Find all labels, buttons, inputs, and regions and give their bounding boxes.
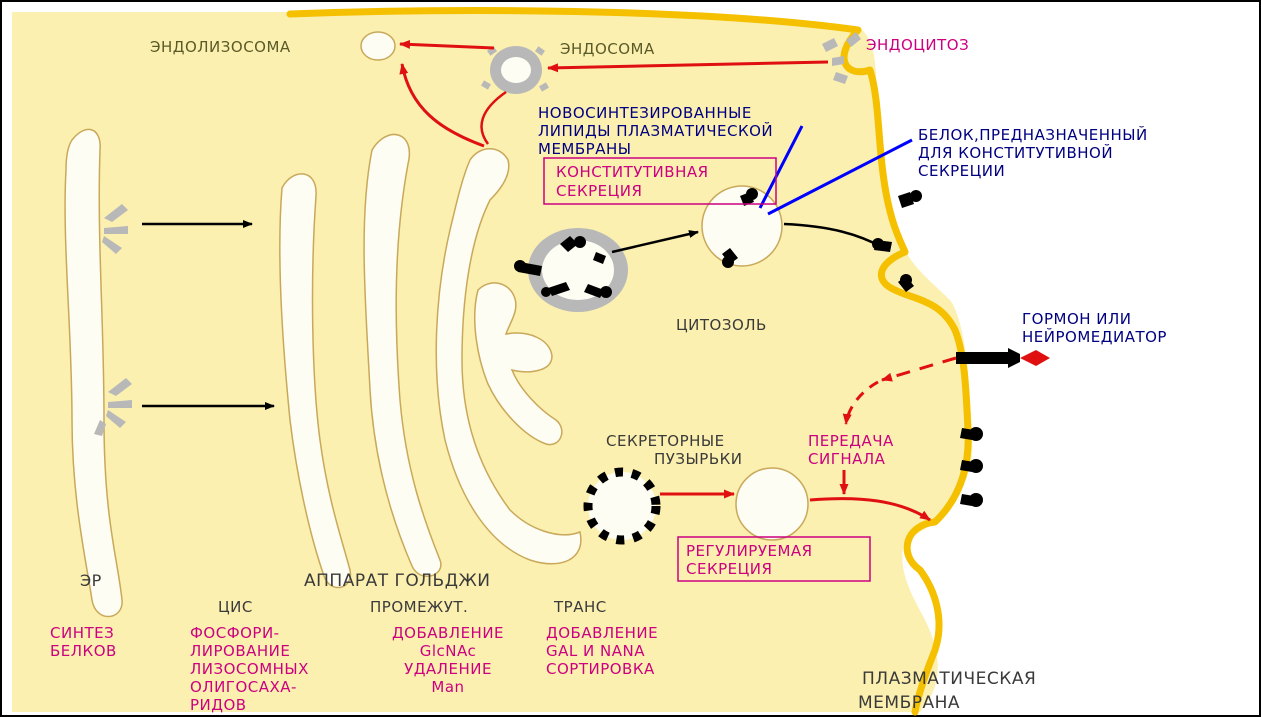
label-golgi: АППАРАТ ГОЛЬДЖИ [304, 571, 491, 591]
label-signal-1: ПЕРЕДАЧА [808, 432, 894, 450]
label-regulated-1: РЕГУЛИРУЕМАЯ [686, 542, 813, 560]
secretory-granule [588, 472, 656, 540]
label-phos-2: ЛИРОВАНИЕ [190, 642, 290, 660]
label-plasma-membrane-2: МЕМБРАНА [858, 693, 960, 713]
label-protein-1: БЕЛОК,ПРЕДНАЗНАЧЕННЫЙ [918, 125, 1148, 144]
label-plasma-membrane-1: ПЛАЗМАТИЧЕСКАЯ [862, 669, 1036, 689]
label-phos-4: ОЛИГОСАХА- [190, 678, 297, 696]
label-medial-1: ДОБАВЛЕНИЕ [392, 624, 504, 642]
label-phos-3: ЛИЗОСОМНЫХ [190, 660, 309, 678]
label-trans-1: ДОБАВЛЕНИЕ [546, 624, 658, 642]
label-lipids-3: МЕМБРАНЫ [538, 140, 631, 158]
label-cis: ЦИС [218, 598, 253, 616]
label-phos-5: РИДОВ [190, 696, 247, 714]
label-constitutive-1: КОНСТИТУТИВНАЯ [556, 163, 709, 181]
label-phos-1: ФОСФОРИ- [190, 624, 280, 642]
label-protein-2: ДЛЯ КОНСТИТУТИВНОЙ [918, 143, 1113, 162]
label-lipids-2: ЛИПИДЫ ПЛАЗМАТИЧЕСКОЙ [538, 121, 773, 140]
label-hormone-1: ГОРМОН ИЛИ [1022, 310, 1132, 328]
label-medial-3: УДАЛЕНИЕ [404, 660, 492, 678]
label-secretory-vesicles-1: СЕКРЕТОРНЫЕ [606, 432, 725, 450]
label-lipids-1: НОВОСИНТЕЗИРОВАННЫЕ [538, 104, 752, 122]
label-trans-3: СОРТИРОВКА [546, 660, 655, 678]
label-medial-2: GlcNAc [420, 642, 477, 660]
label-endolysosome: ЭНДОЛИЗОСОМА [150, 38, 291, 56]
label-synthesis-1: СИНТЕЗ [50, 624, 114, 642]
regulated-secretory-vesicle [736, 468, 808, 540]
label-medial: ПРОМЕЖУТ. [370, 598, 468, 616]
label-secretory-vesicles-2: ПУЗЫРЬКИ [654, 450, 742, 468]
label-er: ЭР [80, 571, 102, 590]
label-hormone-2: НЕЙРОМЕДИАТОР [1022, 327, 1167, 346]
label-trans: ТРАНС [553, 598, 607, 616]
label-regulated-2: СЕКРЕЦИЯ [686, 560, 772, 578]
label-endosome: ЭНДОСОМА [560, 40, 655, 58]
label-trans-2: GAL И NANA [546, 642, 645, 660]
endolysosome [361, 32, 395, 60]
label-protein-3: СЕКРЕЦИИ [918, 162, 1005, 180]
label-medial-4: Man [431, 678, 464, 696]
label-synthesis-2: БЕЛКОВ [50, 642, 117, 660]
label-cytosol: ЦИТОЗОЛЬ [676, 316, 767, 334]
hormone-ligand [1020, 350, 1050, 366]
label-endocytosis: ЭНДОЦИТОЗ [866, 36, 969, 54]
label-signal-2: СИГНАЛА [808, 450, 886, 468]
label-constitutive-2: СЕКРЕЦИЯ [556, 182, 642, 200]
